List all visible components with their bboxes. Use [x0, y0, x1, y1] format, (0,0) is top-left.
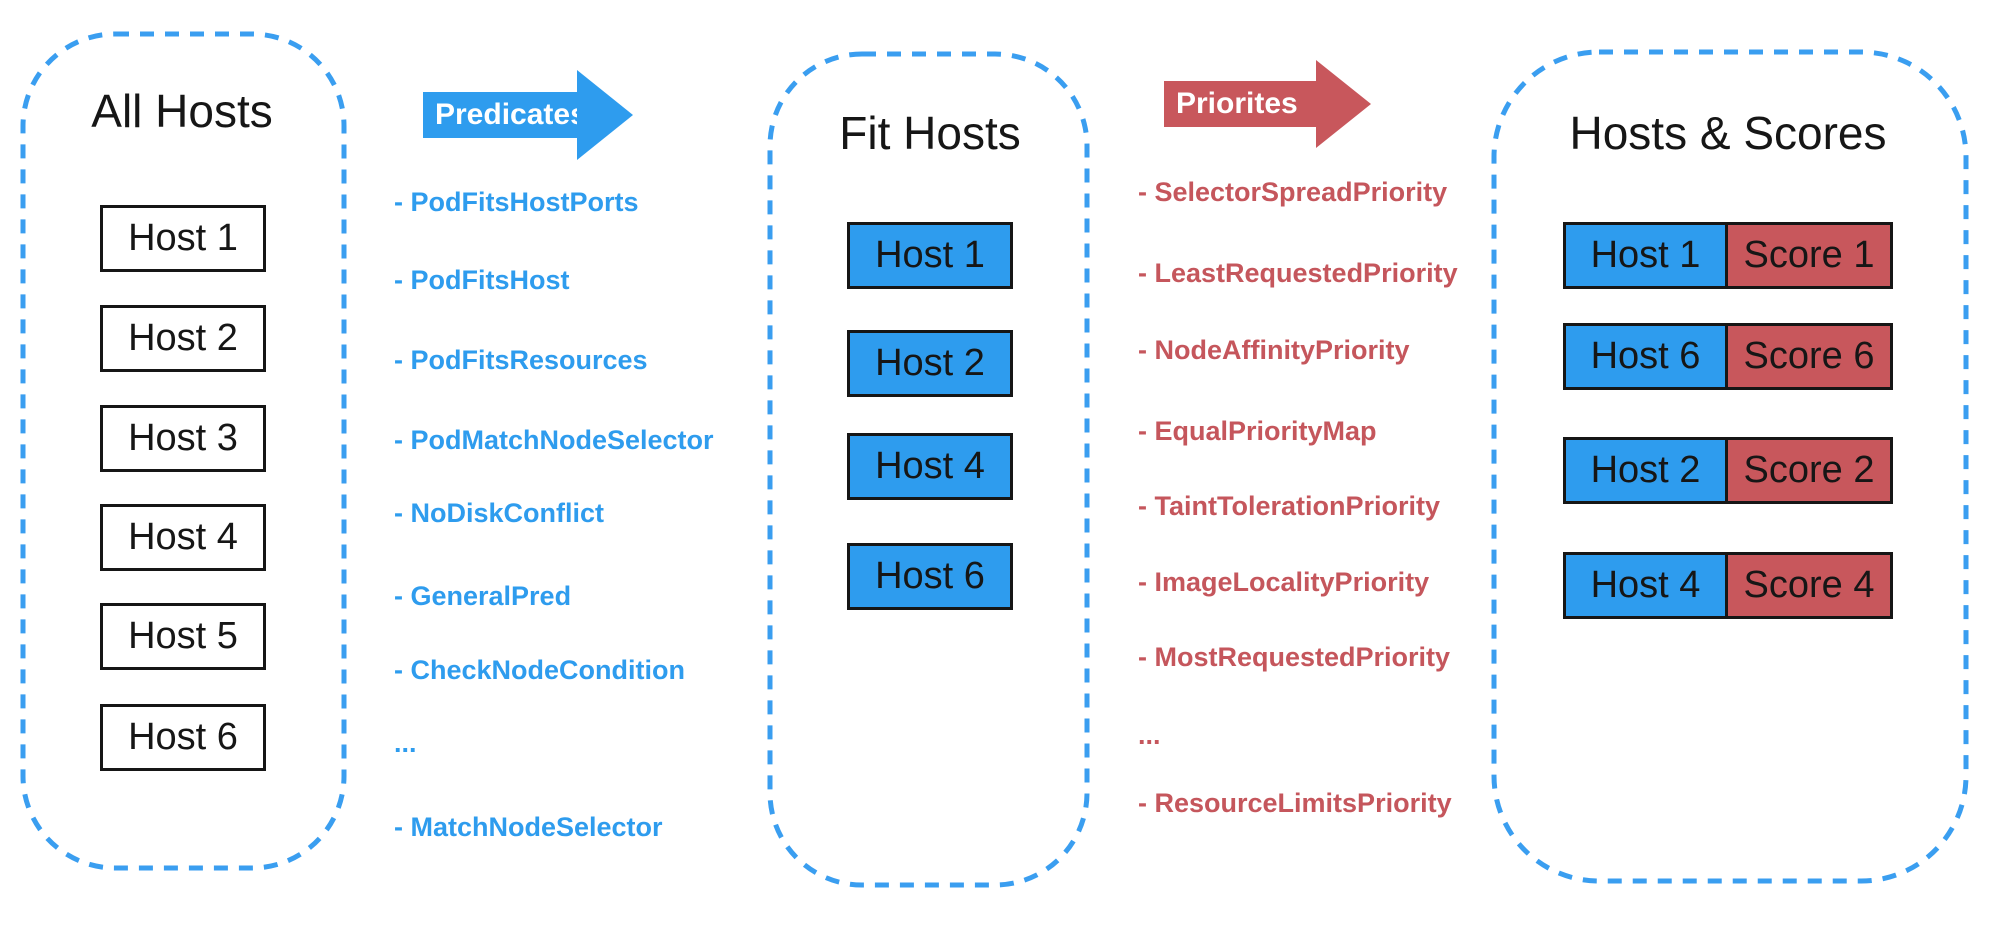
priorities-arrow-label: Priorites: [1164, 81, 1316, 127]
predicate-item: - GeneralPred: [394, 581, 572, 611]
right-arrow-head-icon: [577, 70, 633, 160]
fit-host-box: Host 4: [847, 433, 1013, 500]
host-score-row: Host 6 Score 6: [1563, 323, 1893, 390]
score-cell: Score 1: [1725, 225, 1890, 286]
predicate-item-ellipsis: ...: [394, 728, 417, 758]
fit-host-box: Host 2: [847, 330, 1013, 397]
host-box: Host 4: [100, 504, 266, 571]
host-score-row: Host 1 Score 1: [1563, 222, 1893, 289]
predicate-item: - CheckNodeCondition: [394, 655, 685, 685]
predicate-item: - NoDiskConflict: [394, 498, 605, 528]
host-cell: Host 4: [1566, 555, 1725, 616]
predicate-item: - PodFitsHostPorts: [394, 187, 639, 217]
fit-host-box: Host 1: [847, 222, 1013, 289]
host-cell: Host 1: [1566, 225, 1725, 286]
host-box: Host 2: [100, 305, 266, 372]
priorities-arrow: Priorites: [1164, 60, 1371, 148]
host-box: Host 5: [100, 603, 266, 670]
predicates-arrow: Predicates: [423, 70, 633, 160]
fit-hosts-title: Fit Hosts: [839, 107, 1021, 159]
host-score-row: Host 4 Score 4: [1563, 552, 1893, 619]
host-cell: Host 6: [1566, 326, 1725, 387]
score-cell: Score 2: [1725, 440, 1890, 501]
predicate-item: - MatchNodeSelector: [394, 812, 663, 842]
priority-item: - EqualPriorityMap: [1138, 416, 1377, 446]
priority-item: - NodeAffinityPriority: [1138, 335, 1410, 365]
priority-item-ellipsis: ...: [1138, 720, 1161, 750]
right-arrow-head-icon: [1316, 60, 1371, 148]
priority-item: - MostRequestedPriority: [1138, 642, 1451, 672]
priority-item: - ImageLocalityPriority: [1138, 567, 1430, 597]
hosts-scores-container-outline: [1491, 49, 1969, 884]
predicate-item: - PodMatchNodeSelector: [394, 425, 714, 455]
all-hosts-title: All Hosts: [91, 85, 273, 137]
host-box: Host 1: [100, 205, 266, 272]
host-cell: Host 2: [1566, 440, 1725, 501]
predicate-item: - PodFitsResources: [394, 345, 648, 375]
fit-hosts-container-outline: [767, 51, 1090, 888]
host-box: Host 6: [100, 704, 266, 771]
priority-item: - ResourceLimitsPriority: [1138, 788, 1452, 818]
priority-item: - SelectorSpreadPriority: [1138, 177, 1448, 207]
all-hosts-container-outline: [20, 31, 347, 871]
score-cell: Score 6: [1725, 326, 1890, 387]
predicate-item: - PodFitsHost: [394, 265, 570, 295]
host-score-row: Host 2 Score 2: [1563, 437, 1893, 504]
predicates-arrow-label: Predicates: [423, 92, 587, 138]
priority-item: - LeastRequestedPriority: [1138, 258, 1458, 288]
hosts-scores-title: Hosts & Scores: [1569, 107, 1887, 159]
score-cell: Score 4: [1725, 555, 1890, 616]
priority-item: - TaintTolerationPriority: [1138, 491, 1441, 521]
host-box: Host 3: [100, 405, 266, 472]
fit-host-box: Host 6: [847, 543, 1013, 610]
